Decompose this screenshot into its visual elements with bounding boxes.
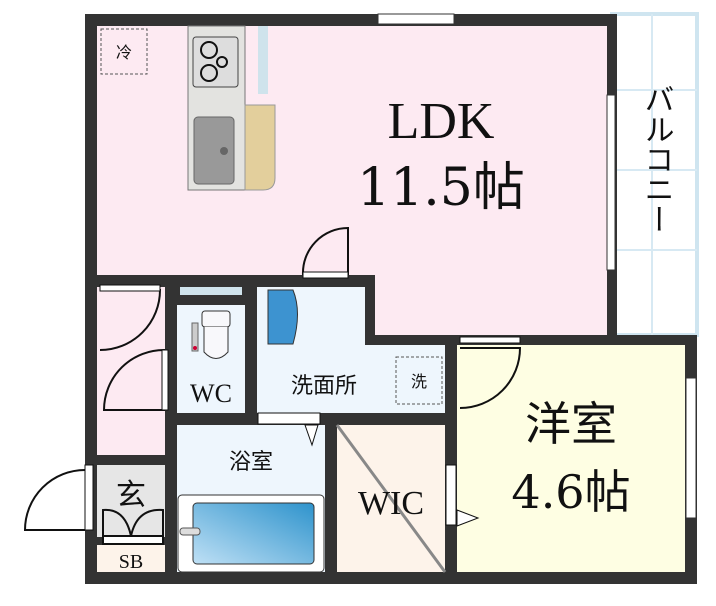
- washer-space: [395, 356, 443, 405]
- washer-label: 洗: [411, 372, 427, 391]
- ldk-label: LDK: [388, 93, 495, 150]
- window: [685, 377, 697, 519]
- window: [606, 94, 616, 271]
- entrance-door[interactable]: [84, 464, 94, 531]
- wc-label: WC: [190, 379, 232, 408]
- balcony-label: バルコニー: [639, 84, 674, 234]
- bath-label: 浴室: [229, 450, 273, 475]
- fridge-label: 冷: [116, 43, 132, 62]
- window: [377, 13, 455, 25]
- stove-icon: [200, 41, 228, 82]
- wic-diagonal: [335, 424, 447, 573]
- shoebox-label: SB: [119, 551, 143, 573]
- washbasin-icon: [267, 289, 298, 345]
- fridge-space: [100, 28, 148, 75]
- door[interactable]: [445, 464, 457, 526]
- entrance: [97, 465, 165, 537]
- balcony: [610, 12, 699, 337]
- door[interactable]: [161, 349, 169, 411]
- corridor: [97, 287, 165, 455]
- shoe-cabinet: [102, 508, 164, 545]
- wic-label: WIC: [358, 485, 424, 522]
- western-size: 4.6帖: [511, 465, 630, 519]
- door[interactable]: [257, 412, 321, 425]
- door[interactable]: [459, 336, 521, 344]
- toilet-icon: [191, 310, 231, 359]
- western-label: 洋室: [525, 397, 617, 451]
- window: [180, 287, 242, 295]
- door[interactable]: [302, 271, 349, 279]
- door-arcs: [23, 226, 522, 531]
- room-washroom: [257, 287, 445, 413]
- bathtub-icon: [177, 494, 325, 573]
- sink-icon: [193, 116, 235, 185]
- ldk-size: 11.5帖: [357, 158, 525, 218]
- kitchen-counter: [187, 25, 276, 191]
- entrance-label: 玄: [116, 478, 146, 513]
- window: [258, 26, 268, 94]
- washroom-label: 洗面所: [291, 374, 357, 399]
- door[interactable]: [99, 284, 161, 292]
- shoebox: [97, 545, 165, 572]
- room-western: [457, 345, 685, 572]
